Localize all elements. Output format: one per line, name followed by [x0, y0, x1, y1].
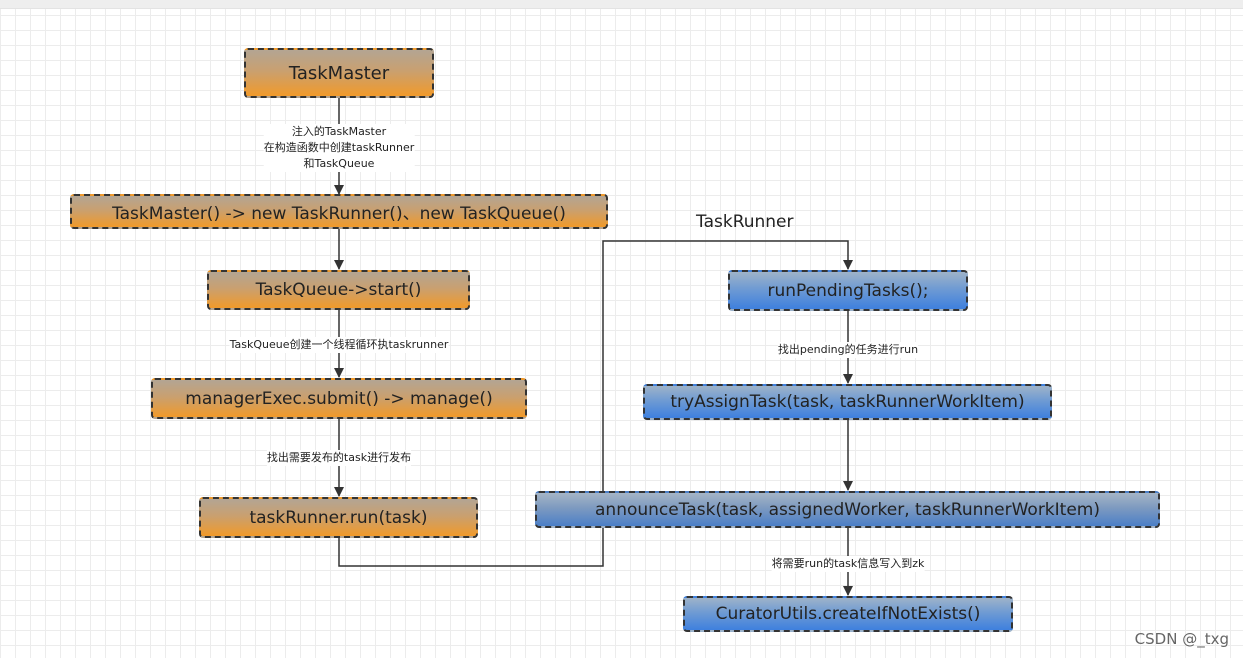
node-runner-run: taskRunner.run(task) [199, 497, 478, 538]
node-taskmaster: TaskMaster [244, 48, 434, 98]
node-run-pending: runPendingTasks(); [728, 270, 968, 311]
node-try-assign: tryAssignTask(task, taskRunnerWorkItem) [643, 384, 1052, 420]
edge-run-to-runner-loop [338, 240, 853, 567]
top-bar [0, 0, 1243, 9]
node-queue-start: TaskQueue->start() [207, 270, 470, 310]
edge-label-injected: 注入的TaskMaster 在构造函数中创建taskRunner 和TaskQu… [263, 124, 415, 172]
edge-label-injected-line1: 注入的TaskMaster [291, 125, 387, 138]
edge-label-injected-line2: 在构造函数中创建taskRunner [263, 141, 415, 154]
node-constructor: TaskMaster() -> new TaskRunner()、new Tas… [70, 194, 608, 229]
node-manager-exec: managerExec.submit() -> manage() [151, 378, 527, 419]
node-curator: CuratorUtils.createIfNotExists() [683, 596, 1013, 632]
edge-label-find-publish: 找出需要发布的task进行发布 [266, 450, 412, 466]
edge-label-injected-line3: 和TaskQueue [303, 157, 375, 170]
node-announce: announceTask(task, assignedWorker, taskR… [535, 491, 1160, 528]
edge-label-write-zk: 将需要run的task信息写入到zk [771, 556, 925, 572]
edge-label-queue-thread: TaskQueue创建一个线程循环执taskrunner [229, 337, 449, 353]
edge-label-find-pending: 找出pending的任务进行run [777, 342, 919, 358]
group-title-taskrunner: TaskRunner [696, 212, 794, 232]
watermark: CSDN @_txg [1134, 630, 1229, 648]
